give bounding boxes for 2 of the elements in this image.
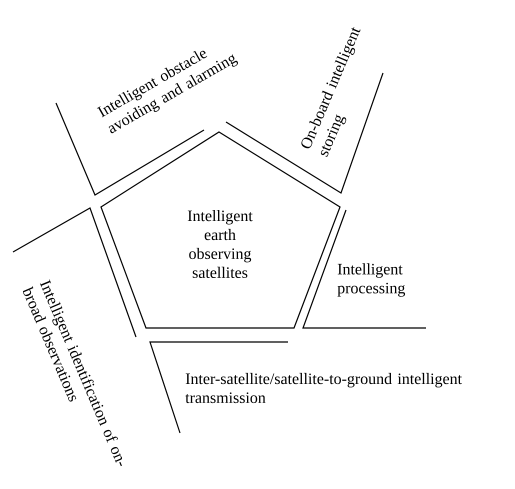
sector-label: Inter-satellite/satellite-to-ground intelligent transmission <box>149 341 462 434</box>
sector-label: Intelligent processing <box>302 210 426 329</box>
